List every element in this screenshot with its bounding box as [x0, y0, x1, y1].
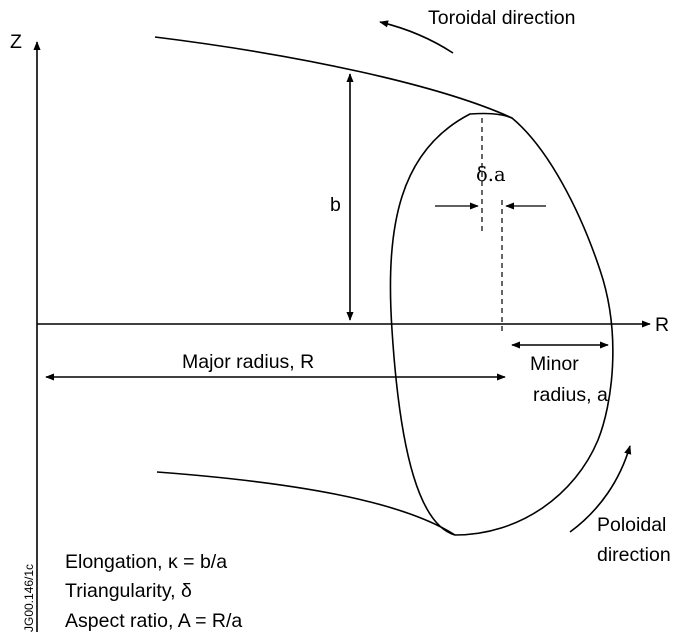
lower-surface-curve: [156, 471, 456, 536]
r-axis-label: R: [655, 314, 669, 336]
triangularity-definition: Triangularity, δ: [65, 580, 192, 602]
major-radius-label: Major radius, R: [182, 351, 314, 373]
minor-radius-label-line1: Minor: [530, 353, 579, 375]
plasma-cross-section: [389, 112, 614, 536]
elongation-definition: Elongation, κ = b/a: [65, 551, 227, 573]
aspect-ratio-definition: Aspect ratio, A = R/a: [65, 610, 242, 632]
poloidal-label-line2: direction: [597, 544, 671, 566]
b-label: b: [330, 194, 341, 216]
poloidal-label-line1: Poloidal: [597, 514, 666, 536]
toroidal-direction-label: Toroidal direction: [428, 7, 575, 29]
delta-a-label: δ.a: [476, 163, 506, 186]
poloidal-direction-arrow: [569, 445, 632, 533]
z-axis-label: Z: [10, 31, 22, 53]
upper-surface-curve: [154, 36, 513, 119]
toroidal-direction-arrow: [379, 20, 454, 54]
figure-id-label: JG00.146/1c: [22, 564, 36, 632]
minor-radius-label-line2: radius, a: [533, 384, 608, 406]
